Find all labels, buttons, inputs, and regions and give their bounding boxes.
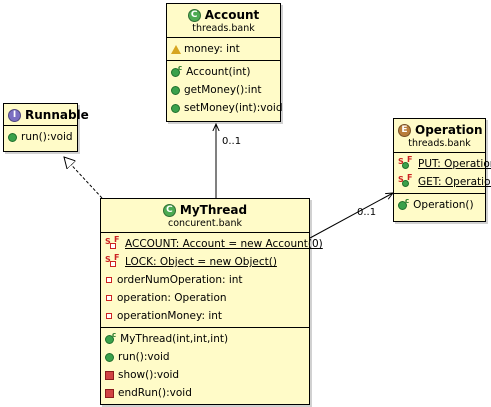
constructor-icon [171, 67, 180, 77]
method-label: MyThread(int,int,int) [120, 333, 229, 345]
method-label: getMoney():int [184, 84, 262, 96]
field-label: GET: Operation [418, 176, 491, 188]
multiplicity-operation: 0..1 [357, 207, 377, 218]
method-row[interactable]: endRun():void [105, 384, 305, 402]
method-label: Operation() [413, 199, 474, 211]
method-row[interactable]: c Account(int) [171, 63, 276, 81]
class-name: Operation [415, 123, 483, 137]
private-method-icon [105, 370, 114, 380]
field-label: LOCK: Object = new Object() [125, 256, 277, 268]
public-icon [105, 352, 114, 362]
method-label: setMoney(int):void [184, 102, 283, 114]
class-account[interactable]: C Account threads.bank money: int c Acco… [166, 3, 283, 122]
association-line-operation [309, 193, 393, 239]
field-row[interactable]: money: int [171, 40, 276, 58]
public-icon [171, 103, 180, 113]
multiplicity-account: 0..1 [222, 136, 242, 147]
public-icon [8, 132, 17, 142]
methods-section: run():void [4, 126, 77, 148]
field-label: orderNumOperation: int [117, 274, 243, 286]
fields-section: money: int [167, 38, 280, 60]
method-label: run():void [21, 131, 73, 143]
method-row[interactable]: show():void [105, 366, 305, 384]
method-label: endRun():void [118, 387, 192, 399]
constructor-modifier: c [178, 63, 183, 72]
methods-section: c Operation() [394, 193, 485, 216]
field-label: money: int [184, 43, 240, 55]
field-label: PUT: Operation [418, 158, 491, 170]
public-icon [171, 85, 180, 95]
class-header: C Account threads.bank [167, 4, 280, 38]
method-row[interactable]: run():void [8, 128, 73, 146]
package-name: concurent.bank [168, 218, 242, 229]
field-row[interactable]: operationMoney: int [105, 307, 305, 325]
private-field-icon [106, 295, 112, 301]
method-label: show():void [118, 369, 180, 381]
realization-line-runnable [64, 157, 103, 199]
method-row[interactable]: setMoney(int):void [171, 99, 283, 117]
constructor-icon [105, 334, 114, 344]
constructor-modifier: c [112, 330, 117, 339]
enum-kind-icon: E [398, 123, 411, 137]
field-label: ACCOUNT: Account = new Account(0) [125, 238, 323, 250]
private-field-icon [106, 277, 112, 283]
class-name: MyThread [179, 203, 248, 217]
class-kind-icon: C [162, 203, 176, 217]
class-header: I Runnable [4, 104, 89, 126]
class-name: Account [204, 8, 260, 22]
methods-section: c Account(int) getMoney():int setMoney(i… [167, 60, 283, 119]
field-row[interactable]: orderNumOperation: int [105, 271, 305, 289]
class-kind-icon: C [187, 8, 201, 22]
class-header: C MyThread concurent.bank [101, 199, 309, 233]
private-field-icon [106, 313, 112, 319]
method-row[interactable]: getMoney():int [171, 81, 276, 99]
class-title: C MyThread [162, 203, 248, 217]
interface-kind-icon: I [8, 108, 21, 122]
field-label: operationMoney: int [117, 310, 223, 322]
package-name: threads.bank [408, 138, 471, 149]
method-row[interactable]: run():void [105, 348, 305, 366]
field-label: operation: Operation [117, 292, 227, 304]
class-title: C Account [187, 8, 260, 22]
class-header: E Operation threads.bank [394, 119, 485, 153]
method-label: Account(int) [186, 66, 251, 78]
protected-icon [171, 44, 181, 54]
class-title: I Runnable [8, 108, 89, 122]
class-title: E Operation [398, 123, 483, 137]
field-row[interactable]: operation: Operation [105, 289, 305, 307]
methods-section: c MyThread(int,int,int) run():void show(… [101, 327, 309, 404]
package-name: threads.bank [192, 23, 255, 34]
interface-runnable[interactable]: I Runnable run():void [3, 103, 89, 152]
class-name: Runnable [25, 108, 89, 122]
constructor-modifier: c [405, 196, 410, 205]
method-label: run():void [118, 351, 170, 363]
method-row[interactable]: c Operation() [398, 196, 481, 214]
method-row[interactable]: c MyThread(int,int,int) [105, 330, 305, 348]
constructor-icon [398, 200, 407, 210]
private-method-icon [105, 388, 114, 398]
